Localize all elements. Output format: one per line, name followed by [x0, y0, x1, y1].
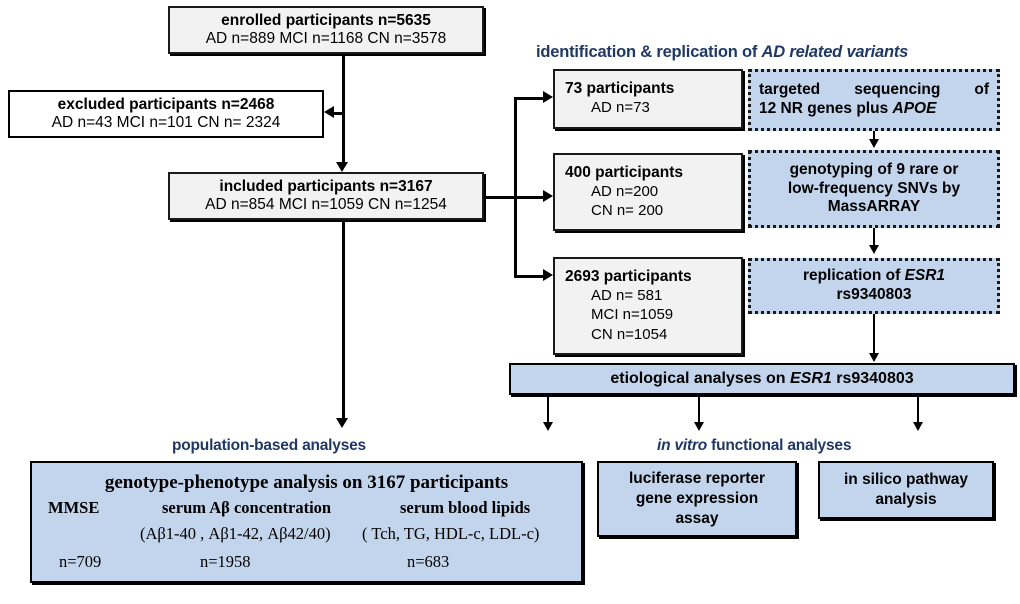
etiological-pre: etiological analyses on: [610, 370, 790, 387]
cohort-73-line-1: AD n=73: [591, 99, 650, 117]
arrow-etio-branch-1: [543, 422, 553, 431]
method-replication-line1-italic: ESR1: [904, 267, 946, 285]
cohort-2693-line-1: AD n= 581: [591, 287, 663, 305]
arrow-to-cohort-400: [543, 190, 553, 202]
connector-method-2-to-3: [873, 228, 875, 248]
arrow-method-3-to-etiological: [869, 353, 879, 362]
cohort-400-title: 400 participants: [565, 163, 684, 181]
connector-etio-branch-3: [917, 397, 919, 425]
luciferase-assay-box: luciferase reporter gene expression assa…: [597, 461, 797, 537]
cohort-73-title: 73 participants: [565, 80, 675, 98]
cohort-2693-line-3: CN n=1054: [591, 325, 668, 343]
connector-excluded-horizontal-final: [330, 112, 344, 115]
in-silico-line-1: in silico pathway: [843, 470, 969, 488]
excluded-detail: AD n=43 MCI n=101 CN n= 2324: [51, 114, 281, 131]
method-targeted-line2: 12 NR genes plus APOE: [751, 100, 997, 119]
pop-label-mmse: MMSE: [48, 498, 100, 517]
included-title: included participants n=3167: [219, 178, 433, 195]
identification-header-pre: identification & replication of: [536, 43, 762, 61]
invitro-analyses-header: in vitro functional analyses: [657, 437, 851, 455]
luciferase-line-3: assay: [675, 510, 719, 528]
genotype-phenotype-labels-row: MMSE serum Aβ concentration serum blood …: [32, 498, 581, 524]
cohort-400-line-1: AD n=200: [591, 182, 659, 200]
method-genotyping-line2: low-frequency SNVs by: [787, 179, 961, 197]
connector-enrolled-down: [342, 54, 345, 164]
arrow-method-1-to-2: [869, 139, 879, 148]
luciferase-line-2: gene expression: [635, 489, 759, 507]
etiological-text: etiological analyses on ESR1 rs9340803: [511, 370, 1013, 388]
method-box-genotyping: genotyping of 9 rare or low-frequency SN…: [748, 150, 1000, 228]
connector-cohort-mid: [484, 196, 546, 199]
connector-etio-branch-2: [698, 397, 700, 425]
genotype-phenotype-box: genotype-phenotype analysis on 3167 part…: [30, 461, 583, 583]
arrow-etio-branch-2: [694, 422, 704, 431]
in-silico-pathway-box: in silico pathway analysis: [818, 461, 994, 519]
pop-detail-lipids: ( Tch, TG, HDL-c, LDL-c): [362, 524, 540, 543]
etiological-italic: ESR1: [789, 370, 832, 387]
identification-header: identification & replication of AD relat…: [536, 43, 908, 62]
pop-n-lipids: n=683: [407, 552, 450, 571]
excluded-participants-box: excluded participants n=2468 AD n=43 MCI…: [8, 90, 324, 138]
cohort-box-2693: 2693 participants AD n= 581 MCI n=1059 C…: [553, 257, 743, 355]
method-replication-line1-pre: replication of: [802, 267, 905, 285]
arrow-to-excluded: [324, 106, 334, 118]
pop-n-abeta: n=1958: [200, 552, 251, 571]
arrow-enrolled-to-included: [336, 162, 348, 172]
method-box-replication: replication of ESR1 rs9340803: [748, 258, 1000, 314]
cohort-box-400: 400 participants AD n=200 CN n= 200: [553, 153, 743, 231]
etiological-analyses-box: etiological analyses on ESR1 rs9340803: [509, 363, 1015, 395]
genotype-phenotype-detail-row: (Aβ1-40 , Aβ1-42, Aβ42/40) ( Tch, TG, HD…: [32, 524, 581, 552]
connector-etio-branch-1: [547, 397, 549, 425]
cohort-2693-title: 2693 participants: [565, 268, 692, 286]
arrow-method-2-to-3: [869, 245, 879, 254]
method-genotyping-line3: MassARRAY: [827, 198, 921, 216]
connector-method-3-to-etiological: [873, 314, 875, 356]
arrow-etio-branch-3: [913, 422, 923, 431]
luciferase-line-1: luciferase reporter: [628, 469, 766, 487]
pop-n-mmse: n=709: [59, 552, 102, 571]
included-participants-box: included participants n=3167 AD n=854 MC…: [168, 172, 484, 220]
connector-cohort-bottom: [514, 275, 546, 278]
etiological-post: rs9340803: [831, 370, 914, 387]
enrolled-title: enrolled participants n=5635: [221, 12, 431, 29]
identification-header-italic: AD related variants: [761, 43, 909, 61]
pop-label-lipids: serum blood lipids: [400, 498, 531, 517]
method-targeted-line2-pre: 12 NR genes plus: [759, 100, 893, 117]
connector-cohort-trunk: [514, 97, 517, 277]
genotype-phenotype-n-row: n=709 n=1958 n=683: [32, 552, 581, 578]
arrow-included-to-population: [336, 418, 348, 428]
method-targeted-line2-italic: APOE: [892, 100, 937, 117]
connector-cohort-top: [514, 97, 546, 100]
in-silico-line-2: analysis: [875, 491, 937, 508]
method-replication-line2: rs9340803: [836, 286, 912, 303]
method-replication-line1: replication of ESR1: [751, 267, 997, 286]
cohort-box-73: 73 participants AD n=73: [553, 69, 743, 129]
cohort-400-line-2: CN n= 200: [591, 202, 664, 219]
excluded-title: excluded participants n=2468: [57, 96, 275, 113]
population-analyses-header: population-based analyses: [172, 437, 366, 454]
invitro-header-italic: in vitro: [657, 437, 708, 454]
arrow-to-cohort-2693: [543, 269, 553, 281]
enrolled-participants-box: enrolled participants n=5635 AD n=889 MC…: [168, 6, 484, 54]
connector-included-down: [342, 220, 345, 420]
invitro-header-post: functional analyses: [707, 437, 852, 454]
genotype-phenotype-heading: genotype-phenotype analysis on 3167 part…: [104, 472, 509, 493]
pop-label-abeta: serum Aβ concentration: [162, 498, 332, 517]
included-detail: AD n=854 MCI n=1059 CN n=1254: [205, 196, 447, 213]
pop-detail-abeta: (Aβ1-40 , Aβ1-42, Aβ42/40): [140, 524, 331, 543]
method-targeted-line1: targeted sequencing of: [759, 81, 989, 99]
connector-method-1-to-2: [873, 131, 875, 143]
method-genotyping-line1: genotyping of 9 rare or: [789, 160, 959, 178]
cohort-2693-line-2: MCI n=1059: [591, 306, 674, 324]
enrolled-detail: AD n=889 MCI n=1168 CN n=3578: [205, 30, 447, 47]
arrow-to-cohort-73: [543, 91, 553, 103]
method-box-targeted-sequencing: targeted sequencing of 12 NR genes plus …: [748, 69, 1000, 131]
